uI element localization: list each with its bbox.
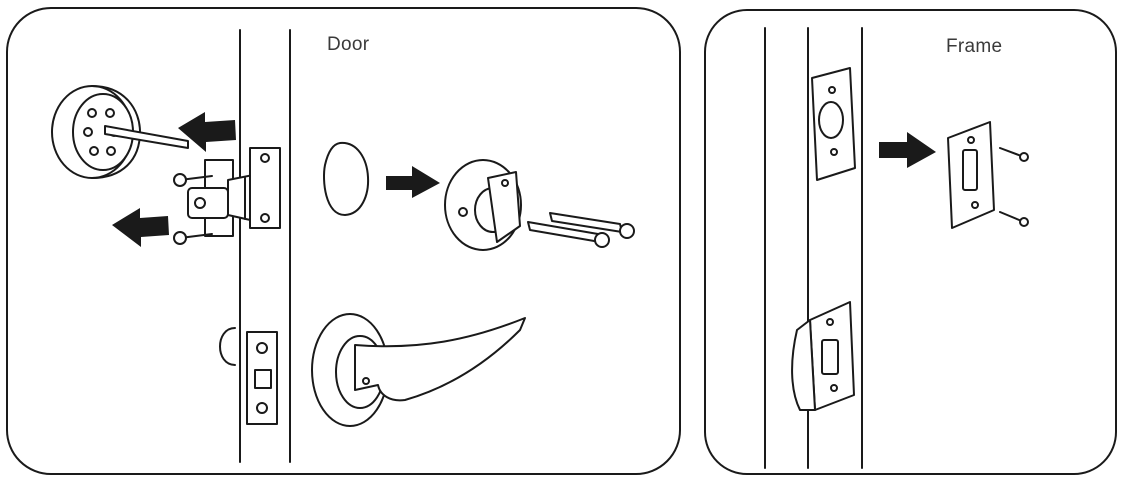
arrow-left-lower-icon [112,208,169,247]
thumbturn-assembly [444,159,522,251]
door-bore-hole [323,141,369,216]
frame-panel-title: Frame [946,36,1003,57]
arrow-right-frame-icon [879,132,936,168]
arrow-left-upper-icon [178,112,236,152]
strike-plate-upper [811,67,856,181]
strike-plate-lower [791,301,855,411]
frame-panel-frame [704,9,1117,475]
door-panel-title: Door [327,34,370,55]
deadbolt-exterior-assembly [51,85,189,179]
mounting-screws [527,212,635,248]
reinforced-strike [947,121,995,229]
arrow-right-door-icon [386,166,440,198]
door-panel-frame [6,7,681,475]
frame-screws [999,147,1029,227]
latch-screws [173,173,213,245]
passage-latch [219,327,278,425]
deadbolt-latch [187,147,281,237]
lever-handle [311,313,526,427]
